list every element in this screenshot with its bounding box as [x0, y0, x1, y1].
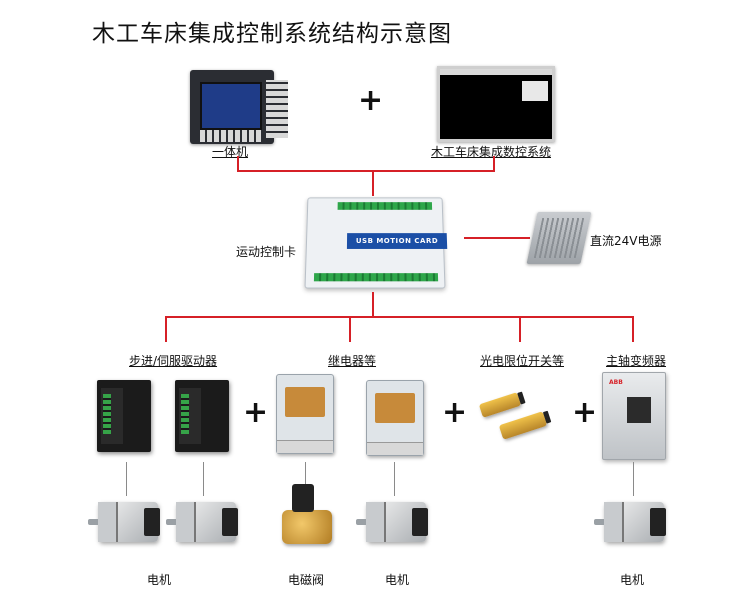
power-supply-image [526, 212, 592, 264]
connector-line [632, 316, 634, 342]
label-motor: 电机 [147, 573, 172, 587]
plus-sign: + [243, 395, 269, 430]
photoelectric-sensor-image [498, 410, 552, 440]
servo-motor-image [166, 502, 238, 542]
connector-line [165, 316, 167, 342]
connector-line [349, 316, 351, 342]
terminal-block [337, 202, 433, 210]
frequency-inverter-image: ABB [602, 372, 666, 460]
connector-line [519, 316, 521, 342]
plus-sign: + [572, 395, 598, 430]
relay-image [366, 380, 424, 456]
relay-image [276, 374, 334, 454]
connector-line [493, 156, 495, 171]
coordinate-panel [522, 81, 548, 101]
inverter-display [627, 397, 651, 423]
controller-keypad [266, 80, 288, 138]
label-all-in-one: 一体机 [212, 145, 249, 159]
connector-line [464, 237, 530, 239]
connector-line [372, 170, 374, 196]
card-label: USB MOTION CARD [346, 233, 448, 249]
label-integrated-cnc: 木工车床集成数控系统 [431, 145, 552, 159]
connector-line [203, 462, 204, 496]
connector-line [394, 462, 395, 496]
label-solenoid-valve: 电磁阀 [288, 573, 325, 587]
servo-motor-image [88, 502, 160, 542]
servo-driver-image [97, 380, 151, 452]
controller-screen [200, 82, 262, 130]
photoelectric-sensor-image [478, 391, 526, 418]
servo-motor-image [594, 502, 666, 542]
controller-keypad-row [200, 130, 262, 142]
label-motor: 电机 [385, 573, 410, 587]
page-title: 木工车床集成控制系统结构示意图 [92, 21, 452, 47]
connector-line [372, 292, 374, 318]
usb-motion-card-image: USB MOTION CARD [304, 197, 448, 289]
servo-driver-image [175, 380, 229, 452]
psu-grill [533, 218, 585, 258]
plus-sign-top: + [358, 83, 384, 118]
inverter-logo: ABB [609, 379, 623, 386]
label-limit-switch: 光电限位开关等 [480, 354, 565, 368]
terminal-block [313, 273, 439, 282]
connector-line [237, 170, 495, 172]
servo-motor-image [356, 502, 428, 542]
connector-line [305, 462, 306, 486]
connector-line [126, 462, 127, 496]
cnc-software-screen-image [437, 66, 555, 142]
solenoid-valve-image [282, 484, 332, 544]
label-driver: 步进/伺服驱动器 [129, 354, 218, 368]
label-spindle-inverter: 主轴变频器 [606, 354, 667, 368]
label-psu: 直流24V电源 [590, 234, 662, 248]
connector-line [633, 462, 634, 496]
connector-line [165, 316, 634, 318]
plus-sign: + [442, 395, 468, 430]
window-titlebar [440, 69, 552, 75]
label-motor: 电机 [620, 573, 645, 587]
label-relay: 继电器等 [328, 354, 377, 368]
label-motion-card: 运动控制卡 [236, 245, 297, 259]
all-in-one-controller-image [190, 70, 288, 144]
connector-line [237, 156, 239, 171]
